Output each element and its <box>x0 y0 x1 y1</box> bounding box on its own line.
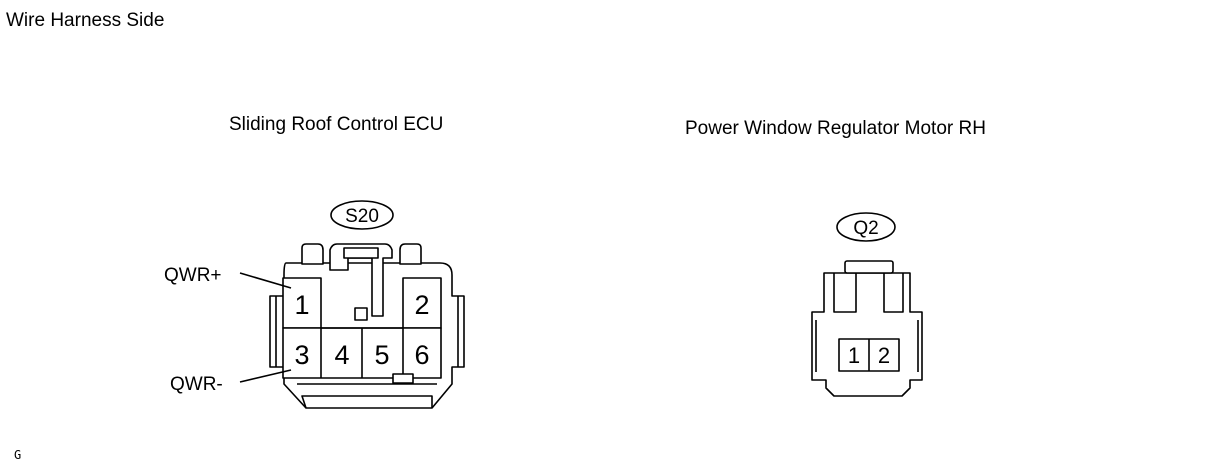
leader-line <box>239 272 292 289</box>
connector-code-badge <box>836 212 896 242</box>
pin-number: 6 <box>414 340 429 370</box>
page-title: Wire Harness Side <box>6 10 164 31</box>
pin-label: QWR+ <box>164 265 222 286</box>
pin-number: 3 <box>294 340 309 370</box>
connector-code: S20 <box>345 206 379 227</box>
lock-tab-right <box>399 243 422 265</box>
connector-housing <box>811 272 923 397</box>
pin-number: 1 <box>294 290 309 320</box>
pin-label: QWR- <box>170 374 223 395</box>
pin-number: 5 <box>374 340 389 370</box>
connector-s20: Sliding Roof Control ECU S20 1 2 3 4 5 6 <box>164 114 465 409</box>
connector-title: Sliding Roof Control ECU <box>229 114 443 135</box>
lock-tab <box>844 260 894 274</box>
pin-number: 2 <box>878 343 890 368</box>
footer-mark: G <box>14 448 21 462</box>
key-square <box>354 307 368 321</box>
pin-cavity <box>402 277 442 329</box>
connector-code: Q2 <box>853 218 878 239</box>
lock-tab-left <box>301 243 324 265</box>
pin-number: 2 <box>414 290 429 320</box>
connector-q2: Power Window Regulator Motor RH Q2 1 2 <box>685 118 986 397</box>
center-latch <box>329 243 393 317</box>
connector-code-badge <box>330 200 394 230</box>
leader-line <box>239 369 292 383</box>
pin-number: 1 <box>848 343 860 368</box>
connector-title: Power Window Regulator Motor RH <box>685 118 986 139</box>
key-tab <box>392 373 414 384</box>
pin-number: 4 <box>334 340 349 370</box>
pin-cavity <box>282 277 322 329</box>
